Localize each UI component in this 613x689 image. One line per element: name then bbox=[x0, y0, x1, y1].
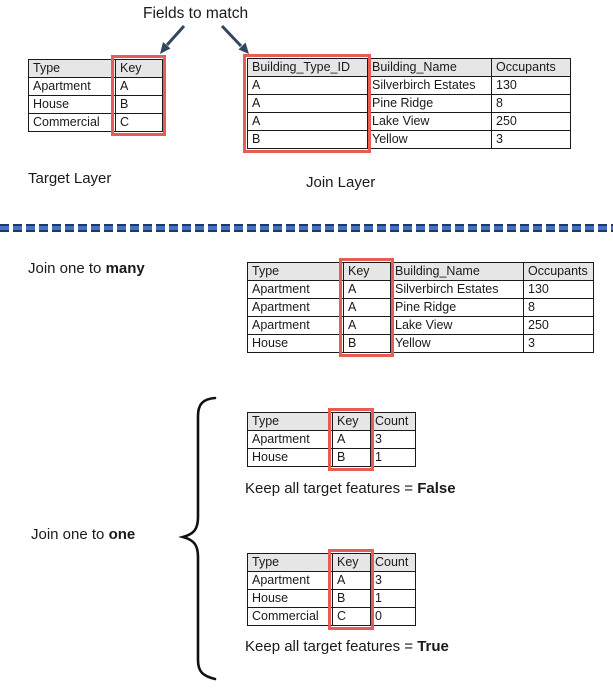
column-header: Key bbox=[115, 59, 163, 78]
table-cell: Pine Ridge bbox=[367, 94, 492, 113]
table-cell: Apartment bbox=[247, 316, 344, 335]
table-cell: 130 bbox=[523, 280, 594, 299]
column-header: Building_Type_ID bbox=[247, 58, 368, 77]
column-header: Type bbox=[247, 262, 344, 281]
table-cell: House bbox=[247, 448, 333, 467]
keep-false-prefix: Keep all target features = bbox=[245, 480, 418, 497]
column-header: Type bbox=[247, 412, 333, 431]
table-cell: 0 bbox=[370, 607, 416, 626]
column-header: Key bbox=[343, 262, 391, 281]
table-cell: Silverbirch Estates bbox=[367, 76, 492, 95]
table-cell: Commercial bbox=[247, 607, 333, 626]
table-cell: A bbox=[332, 430, 371, 449]
fields-to-match-label: Fields to match bbox=[143, 5, 249, 22]
table-cell: B bbox=[115, 95, 163, 114]
keep-true-prefix: Keep all target features = bbox=[245, 638, 418, 655]
table-cell: 3 bbox=[370, 571, 416, 590]
column-header: Building_Name bbox=[367, 58, 492, 77]
target-layer-label: Target Layer bbox=[28, 170, 112, 187]
section-divider bbox=[0, 224, 613, 232]
table-cell: House bbox=[247, 589, 333, 608]
table-cell: B bbox=[343, 334, 391, 353]
column-header: Count bbox=[370, 412, 416, 431]
keep-false-bold: False bbox=[417, 480, 456, 497]
keep-true-label: Keep all target features = True bbox=[245, 638, 449, 655]
column-header: Key bbox=[332, 553, 371, 572]
down-left-arrow-icon bbox=[160, 24, 186, 54]
field-match-arrows bbox=[160, 24, 249, 54]
table-cell: C bbox=[115, 113, 163, 132]
column-header: Occupants bbox=[491, 58, 571, 77]
table-cell: A bbox=[332, 571, 371, 590]
table-cell: B bbox=[332, 589, 371, 608]
join-one-to-one-label: Join one to one bbox=[31, 526, 135, 543]
table-cell: Commercial bbox=[28, 113, 116, 132]
table-cell: 1 bbox=[370, 448, 416, 467]
table-cell: C bbox=[332, 607, 371, 626]
table-cell: Apartment bbox=[247, 571, 333, 590]
table-cell: Yellow bbox=[390, 334, 524, 353]
table-cell: 3 bbox=[370, 430, 416, 449]
table-cell: 1 bbox=[370, 589, 416, 608]
column-header: Type bbox=[28, 59, 116, 78]
table-cell: Apartment bbox=[247, 430, 333, 449]
column-header: Count bbox=[370, 553, 416, 572]
column-header: Building_Name bbox=[390, 262, 524, 281]
join-one-to-one-prefix: Join one to bbox=[31, 526, 109, 543]
join-one-to-many-prefix: Join one to bbox=[28, 260, 106, 277]
table-cell: 3 bbox=[523, 334, 594, 353]
join-one-to-many-bold: many bbox=[105, 260, 145, 277]
table-cell: Apartment bbox=[28, 77, 116, 96]
keep-false-label: Keep all target features = False bbox=[245, 480, 456, 497]
table-cell: B bbox=[332, 448, 371, 467]
table-cell: B bbox=[247, 130, 368, 149]
table-cell: House bbox=[247, 334, 344, 353]
keep-true-bold: True bbox=[417, 638, 449, 655]
join-one-to-many-label: Join one to many bbox=[28, 260, 145, 277]
column-header: Type bbox=[247, 553, 333, 572]
down-right-arrow-icon bbox=[220, 24, 249, 54]
join-layer-label: Join Layer bbox=[306, 174, 376, 191]
join-one-to-one-bold: one bbox=[108, 526, 136, 543]
table-cell: 3 bbox=[491, 130, 571, 149]
column-header: Occupants bbox=[523, 262, 594, 281]
column-header: Key bbox=[332, 412, 371, 431]
